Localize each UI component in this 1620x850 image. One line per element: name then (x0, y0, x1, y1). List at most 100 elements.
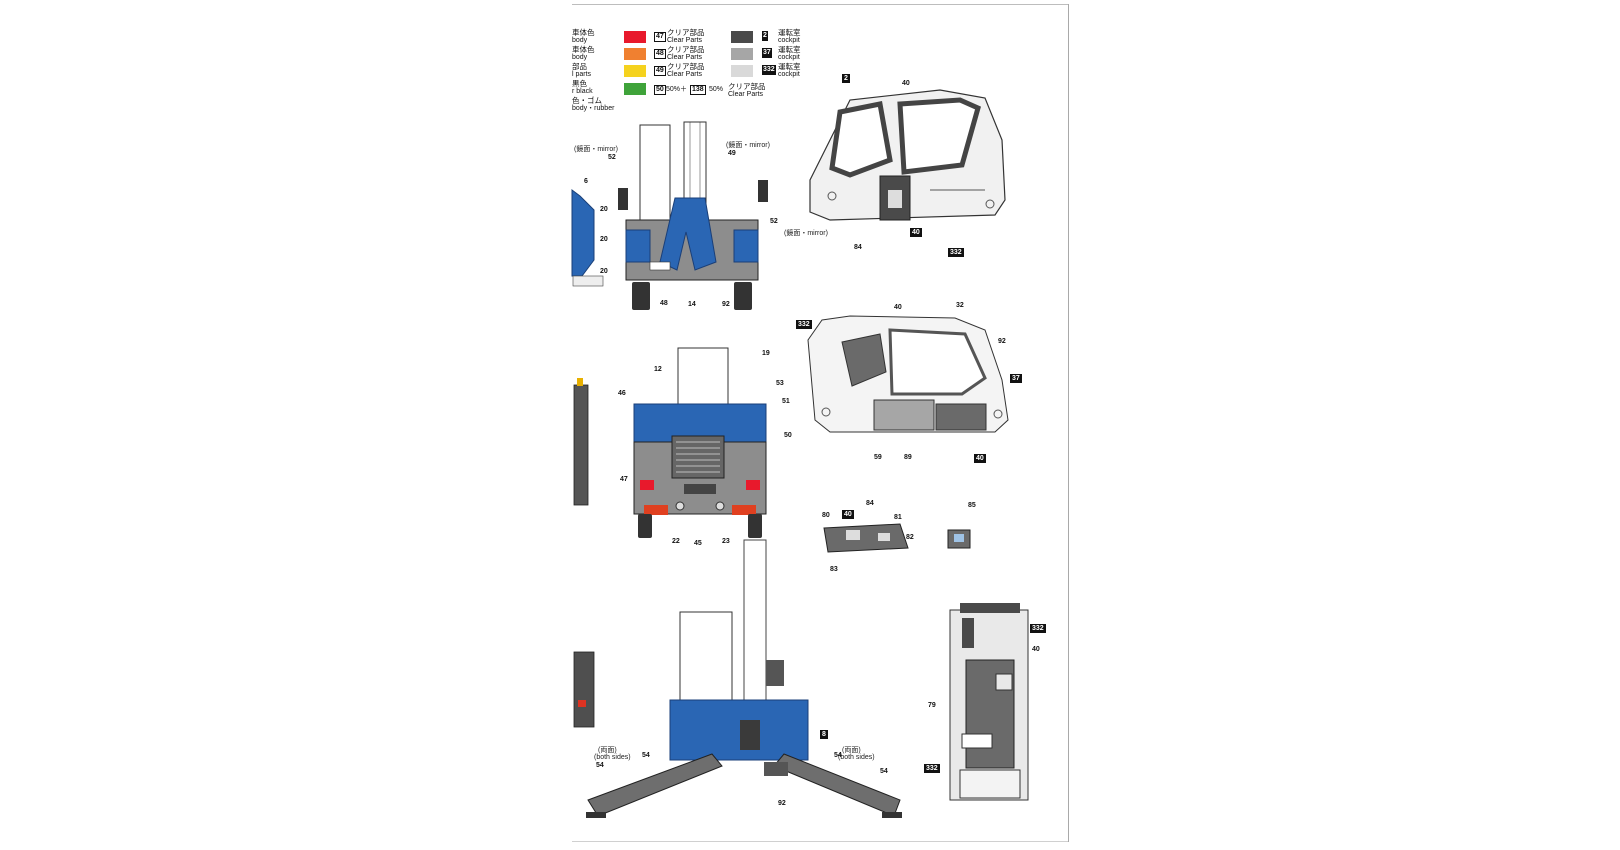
part-callout: 20 (600, 268, 608, 275)
part-callout: 22 (672, 538, 680, 545)
part-callout: 80 (822, 512, 830, 519)
partial-side-view-bottom (573, 651, 595, 728)
part-callout: 92 (778, 800, 786, 807)
color-swatch-red (624, 31, 646, 43)
partial-side-view-top (571, 189, 604, 287)
part-callout: 2 (842, 74, 850, 83)
part-callout: 84 (854, 244, 862, 251)
part-callout: 79 (928, 702, 936, 709)
part-callout: 332 (1030, 624, 1046, 633)
legend-entry: 50% (709, 86, 724, 93)
part-callout: 23 (722, 538, 730, 545)
paint-number: 50 (654, 85, 666, 95)
crane-outrigger-view (586, 539, 902, 818)
part-callout: 46 (618, 390, 626, 397)
part-callout: 48 (660, 300, 668, 307)
part-callout: 59 (874, 454, 882, 461)
part-callout: 45 (694, 540, 702, 547)
both-sides-note: (両面) (598, 747, 617, 754)
legend-entry: 50%＋ (666, 86, 688, 93)
color-swatch-yellow (624, 65, 646, 77)
part-callout: 20 (600, 206, 608, 213)
both-sides-note: (both sides) (594, 754, 631, 761)
part-callout: 32 (956, 302, 964, 309)
cab-panel-inner (807, 315, 1009, 433)
color-swatch-orange (624, 48, 646, 60)
paint-number: 332 (762, 65, 776, 75)
part-callout: 53 (776, 380, 784, 387)
dashboard-parts (823, 523, 971, 553)
paint-number: 49 (654, 66, 666, 76)
color-swatch-mid-grey (731, 48, 753, 60)
mirror-note: (鏡面・mirror) (784, 230, 828, 237)
part-callout: 14 (688, 301, 696, 308)
part-callout: 332 (796, 320, 812, 329)
part-callout: 8 (820, 730, 828, 739)
mirror-note: (鏡面・mirror) (574, 146, 618, 153)
paint-number: 2 (762, 31, 768, 41)
part-callout: 332 (948, 248, 964, 257)
part-callout: 54 (834, 752, 842, 759)
part-callout: 40 (974, 454, 986, 463)
sheet-right-edge (1068, 4, 1069, 842)
part-callout: 92 (722, 301, 730, 308)
part-callout: 332 (924, 764, 940, 773)
part-callout: 19 (762, 350, 770, 357)
color-swatch-light-grey (731, 65, 753, 77)
part-callout: 40 (910, 228, 922, 237)
part-callout: 20 (600, 236, 608, 243)
part-callout: 40 (1032, 646, 1040, 653)
part-callout: 37 (1010, 374, 1022, 383)
part-callout: 52 (770, 218, 778, 225)
part-callout: 40 (902, 80, 910, 87)
part-callout: 54 (880, 768, 888, 775)
part-callout: 50 (784, 432, 792, 439)
part-callout: 83 (830, 566, 838, 573)
part-callout: 81 (894, 514, 902, 521)
part-callout: 89 (904, 454, 912, 461)
part-callout: 40 (842, 510, 854, 519)
color-swatch-dark-grey (731, 31, 753, 43)
part-callout: 82 (906, 534, 914, 541)
front-view-truck (618, 121, 768, 310)
rear-view-truck (633, 347, 767, 538)
cab-side-view (949, 603, 1029, 801)
both-sides-note: (両面) (842, 747, 861, 754)
part-callout: 54 (642, 752, 650, 759)
cab-panel-outer (809, 89, 1006, 221)
part-callout: 49 (728, 150, 736, 157)
part-callout: 47 (620, 476, 628, 483)
part-callout: 12 (654, 366, 662, 373)
part-callout: 92 (998, 338, 1006, 345)
part-callout: 6 (584, 178, 588, 185)
paint-number: 138 (690, 85, 706, 95)
sheet-top-edge (572, 4, 1068, 5)
part-callout: 54 (596, 762, 604, 769)
both-sides-note: (both sides) (838, 754, 875, 761)
paint-number: 47 (654, 32, 666, 42)
sheet-bottom-edge (572, 841, 1068, 842)
part-callout: 51 (782, 398, 790, 405)
color-swatch-green (624, 83, 646, 95)
paint-number: 37 (762, 48, 772, 58)
part-callout: 52 (608, 154, 616, 161)
part-callout: 84 (866, 500, 874, 507)
part-callout: 85 (968, 502, 976, 509)
partial-side-view-middle (573, 378, 589, 506)
mirror-note: (鏡面・mirror) (726, 142, 770, 149)
part-callout: 40 (894, 304, 902, 311)
paint-number: 48 (654, 49, 666, 59)
